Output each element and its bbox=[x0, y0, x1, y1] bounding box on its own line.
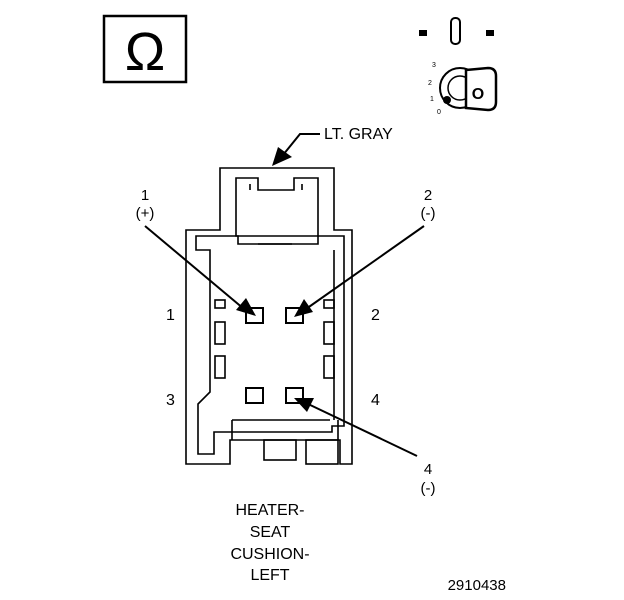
cavity-label-2: 2 bbox=[371, 307, 380, 324]
ignition-key-icon: 3 2 1 0 O bbox=[419, 17, 498, 116]
callout-polarity-4: (-) bbox=[421, 480, 436, 497]
callout-polarity-2: (-) bbox=[421, 205, 436, 222]
connector-caption: HEATER- SEAT CUSHION- LEFT bbox=[230, 502, 309, 584]
ignition-position-2: 2 bbox=[428, 80, 432, 87]
cavity-3 bbox=[245, 387, 264, 404]
callout-arrowhead-4 bbox=[294, 398, 314, 412]
caption-line-3: CUSHION- bbox=[230, 546, 309, 563]
ignition-key-label: O bbox=[472, 86, 484, 103]
caption-line-4: LEFT bbox=[250, 567, 289, 584]
ohmmeter-icon: Ω bbox=[102, 14, 188, 84]
ohm-symbol: Ω bbox=[125, 22, 165, 82]
callout-arrow-2 bbox=[305, 225, 425, 310]
cavity-label-1: 1 bbox=[166, 307, 175, 324]
ignition-position-1: 1 bbox=[430, 96, 434, 103]
caption-line-1: HEATER- bbox=[235, 502, 304, 519]
wire-color-label: LT. GRAY bbox=[324, 126, 393, 143]
cavity-label-3: 3 bbox=[166, 392, 175, 409]
connector-body bbox=[185, 167, 353, 465]
callout-arrow-1 bbox=[144, 225, 245, 310]
terminal-cavities bbox=[245, 307, 304, 404]
callout-polarity-1: (+) bbox=[136, 205, 155, 222]
callout-arrow-4 bbox=[305, 402, 418, 457]
caption-line-2: SEAT bbox=[250, 524, 291, 541]
callout-pin-1: 1 bbox=[141, 187, 149, 204]
wire-color-arrowhead bbox=[272, 147, 292, 166]
ignition-position-3: 3 bbox=[432, 62, 436, 69]
callout-pin-2: 2 bbox=[424, 187, 432, 204]
callout-pin-4: 4 bbox=[424, 461, 432, 478]
wire-color-leader bbox=[282, 133, 320, 156]
callout-arrowhead-2 bbox=[294, 299, 313, 317]
cavity-label-4: 4 bbox=[371, 392, 380, 409]
callout-arrowhead-1 bbox=[236, 298, 256, 316]
figure-id: 2910438 bbox=[448, 577, 506, 594]
ignition-position-0: 0 bbox=[437, 109, 441, 116]
